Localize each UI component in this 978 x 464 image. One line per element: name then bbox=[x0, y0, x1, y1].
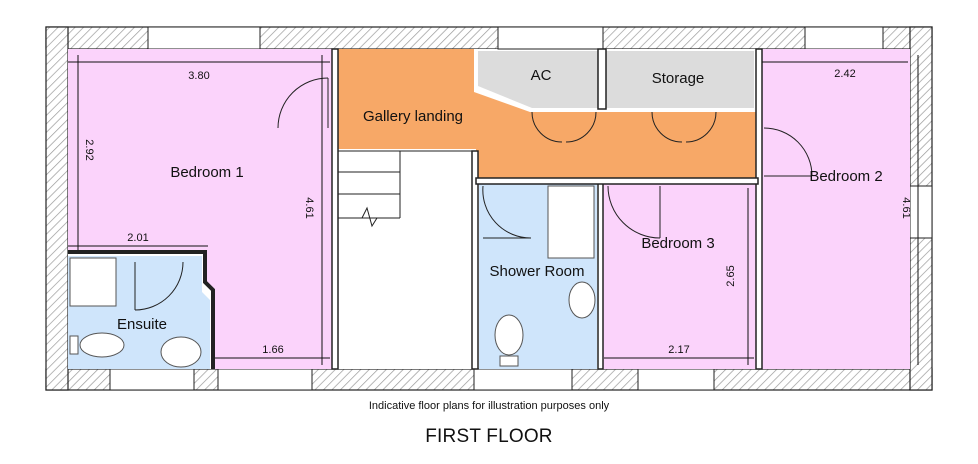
ensuite-basin bbox=[160, 336, 202, 368]
windows bbox=[109, 26, 933, 391]
room-label-gallery-landing: Gallery landing bbox=[363, 108, 463, 125]
room-label-bedroom2: Bedroom 2 bbox=[809, 168, 882, 185]
shower-enclosure bbox=[547, 185, 595, 259]
ensuite-toilet bbox=[79, 332, 125, 358]
dim-bedroom3-width: 2.17 bbox=[668, 344, 689, 356]
shower-room-toilet bbox=[494, 314, 524, 356]
bedroom2-area bbox=[762, 49, 910, 369]
room-label-storage: Storage bbox=[652, 70, 705, 87]
staircase bbox=[338, 150, 472, 228]
bedroom3-area bbox=[602, 184, 757, 369]
dim-bedroom2-width: 2.42 bbox=[834, 68, 855, 80]
room-label-bedroom1: Bedroom 1 bbox=[170, 164, 243, 181]
ac-area bbox=[478, 51, 598, 108]
dim-bedroom3-depth: 2.65 bbox=[725, 265, 737, 286]
ensuite-shower-tray bbox=[69, 257, 117, 307]
dim-bedroom1-depth-upper: 2.92 bbox=[83, 139, 95, 160]
dimension-lines bbox=[68, 55, 919, 365]
room-label-shower-room: Shower Room bbox=[489, 263, 584, 280]
stairwell-area bbox=[338, 151, 472, 367]
disclaimer-text: Indicative floor plans for illustration … bbox=[368, 400, 610, 412]
fixtures bbox=[69, 185, 596, 368]
room-label-ac: AC bbox=[531, 67, 552, 84]
floor-title: FIRST FLOOR bbox=[425, 426, 553, 447]
shower-room-basin bbox=[568, 281, 596, 319]
doors bbox=[134, 77, 813, 311]
storage-area bbox=[606, 51, 754, 108]
dim-bedroom1-lower-width: 1.66 bbox=[262, 344, 283, 356]
dim-bedroom1-width: 3.80 bbox=[188, 70, 209, 82]
dim-bedroom1-depth: 4.61 bbox=[303, 197, 315, 218]
dim-ensuite-width: 2.01 bbox=[127, 232, 148, 244]
dim-bedroom2-depth: 4.61 bbox=[900, 197, 912, 218]
gallery-landing-area bbox=[338, 49, 756, 178]
internal-walls bbox=[68, 48, 763, 370]
room-label-bedroom3: Bedroom 3 bbox=[641, 235, 714, 252]
bedroom1-area bbox=[68, 49, 333, 369]
room-label-ensuite: Ensuite bbox=[117, 316, 167, 333]
